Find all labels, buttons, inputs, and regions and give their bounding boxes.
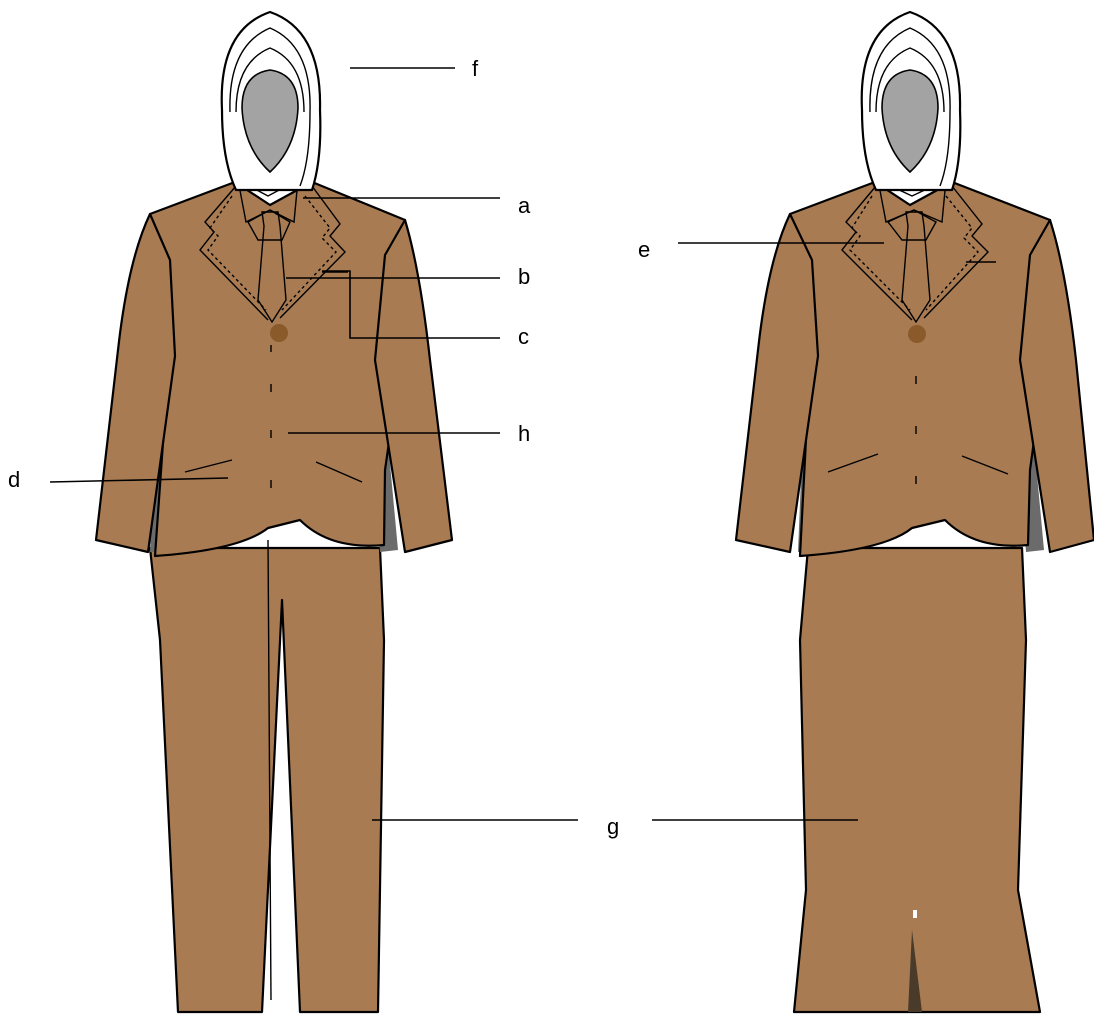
label-b: b	[518, 264, 530, 289]
label-c: c	[518, 324, 529, 349]
label-g: g	[607, 814, 619, 839]
jacket	[96, 182, 452, 556]
jacket-right	[736, 182, 1094, 556]
label-h: h	[518, 421, 530, 446]
label-d: d	[8, 467, 20, 492]
label-a: a	[518, 193, 531, 218]
trousers	[150, 540, 384, 1012]
label-f: f	[472, 56, 479, 81]
jacket-button	[270, 324, 288, 342]
label-e: e	[638, 237, 650, 262]
skirt	[794, 548, 1040, 1012]
hijab-right	[862, 12, 961, 190]
hijab	[222, 12, 321, 190]
figure-trousers	[96, 12, 452, 1012]
figure-skirt	[736, 12, 1094, 1012]
